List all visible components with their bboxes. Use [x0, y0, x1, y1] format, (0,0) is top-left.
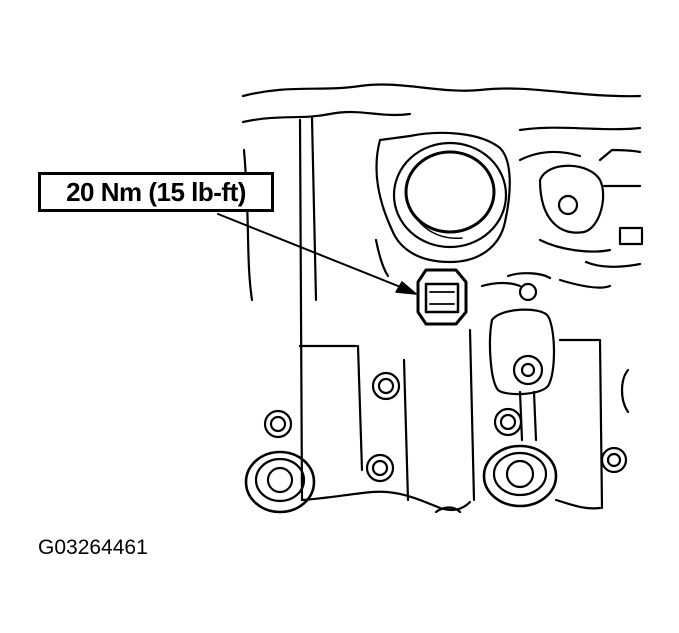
center-rib — [488, 308, 556, 396]
casting-left-inner-edge — [298, 118, 304, 502]
plug-bolt-body — [416, 268, 468, 326]
large-port-outer — [392, 141, 508, 249]
right-boss-outline — [538, 164, 605, 234]
bolt-head-left-lower — [263, 409, 293, 439]
flanged-bolt-left — [244, 450, 316, 514]
torque-spec-label: 20 Nm (15 lb-ft) — [66, 176, 246, 207]
flanged-bolt-right — [482, 444, 558, 508]
small-hole-upper — [518, 282, 538, 302]
port-flange — [375, 131, 511, 264]
callout-leader-line — [217, 213, 409, 291]
bolt-head-center — [493, 407, 523, 437]
bolt-head-right — [600, 446, 628, 474]
figure-id: G03264461 — [38, 536, 148, 559]
casting-right-contour — [518, 126, 642, 132]
callout-arrowhead — [395, 281, 417, 295]
torque-callout-box: 20 Nm (15 lb-ft) — [38, 172, 274, 212]
casting-top-edge — [241, 83, 642, 98]
small-hole — [557, 194, 579, 216]
bolt-head-left-upper — [371, 371, 401, 401]
rib-bolt-hole — [512, 354, 544, 386]
casting-upper-contour — [241, 110, 412, 124]
side-bracket — [618, 226, 644, 246]
large-port-inner — [404, 150, 496, 234]
bolt-head-mid — [365, 453, 395, 483]
